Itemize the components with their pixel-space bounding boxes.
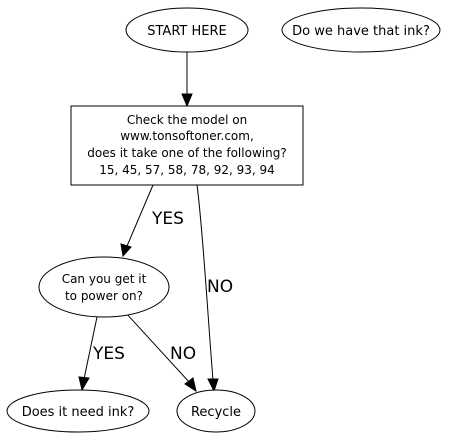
edge-start-to-check xyxy=(181,52,193,108)
node-power-on-line-1: Can you get it xyxy=(62,272,147,286)
edge-label-power-yes: YES xyxy=(92,344,125,364)
node-ink-question-label: Do we have that ink? xyxy=(292,24,430,39)
node-need-ink-label: Does it need ink? xyxy=(22,405,135,420)
node-recycle-label: Recycle xyxy=(191,405,241,420)
node-power-on: Can you get it to power on? xyxy=(38,256,170,318)
edge-power-to-recycle xyxy=(124,311,197,393)
node-check-model: Check the model on www.tonsoftoner.com, … xyxy=(70,105,304,186)
node-start: START HERE xyxy=(125,7,249,53)
edge-label-check-yes: YES xyxy=(151,209,184,229)
node-check-model-line-3: does it take one of the following? xyxy=(87,146,286,160)
node-need-ink: Does it need ink? xyxy=(6,389,150,433)
edge-check-to-recycle xyxy=(196,184,219,393)
edge-check-to-power xyxy=(120,184,154,258)
node-check-model-line-2: www.tonsoftoner.com, xyxy=(120,129,254,143)
node-recycle: Recycle xyxy=(176,389,256,433)
edge-label-check-no: NO xyxy=(207,277,233,297)
edge-power-to-ink xyxy=(78,316,98,392)
node-ink-question: Do we have that ink? xyxy=(281,7,441,53)
edge-label-power-no: NO xyxy=(170,344,196,364)
node-power-on-line-2: to power on? xyxy=(65,289,143,303)
node-start-label: START HERE xyxy=(147,24,226,39)
node-check-model-line-4: 15, 45, 57, 58, 78, 92, 93, 94 xyxy=(99,163,275,177)
node-check-model-line-1: Check the model on xyxy=(127,113,247,127)
